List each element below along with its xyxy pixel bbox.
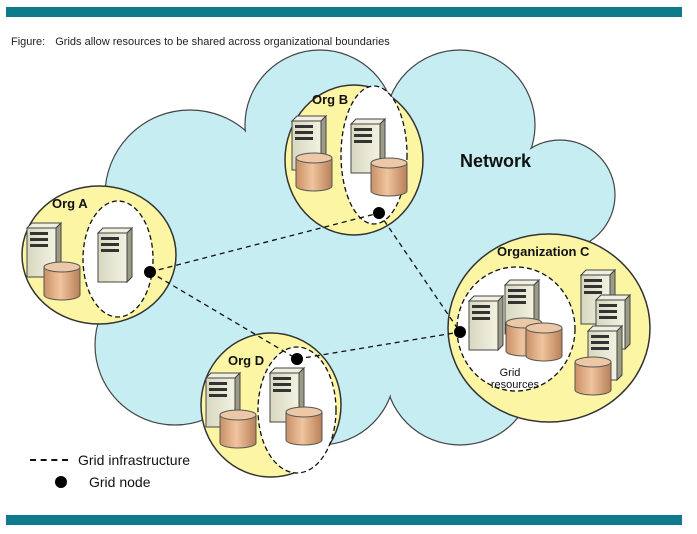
legend-infrastructure: Grid infrastructure: [30, 449, 190, 471]
org-b: Org B: [284, 84, 424, 236]
grid-node-c: [454, 326, 466, 338]
legend-infrastructure-label: Grid infrastructure: [78, 452, 191, 468]
legend-node-label: Grid node: [89, 474, 151, 490]
link-a-b: [149, 212, 380, 273]
org-d: Org D: [200, 332, 342, 478]
legend-node: Grid node: [30, 471, 190, 493]
org-c: Organization C Grid resources: [447, 233, 651, 423]
org-c-inner-label-line1: Grid: [500, 367, 521, 379]
org-a-label: Org A: [52, 196, 88, 211]
org-b-label: Org B: [312, 92, 348, 107]
org-c-label: Organization C: [497, 244, 590, 259]
grid-node-b: [373, 207, 385, 219]
link-a-d: [149, 271, 298, 360]
grid-node-a: [144, 266, 156, 278]
grid-links: [149, 212, 461, 360]
link-d-c: [296, 331, 461, 360]
legend: Grid infrastructure Grid node: [30, 449, 190, 493]
caption-label: Figure:: [11, 36, 46, 48]
top-accent-bar: [6, 7, 682, 17]
caption-text: Grids allow resources to be shared acros…: [55, 36, 390, 48]
grid-node-dot-sample: [55, 476, 67, 488]
figure-caption: Figure: Grids allow resources to be share…: [11, 36, 390, 48]
org-a: Org A: [21, 185, 177, 325]
link-b-c: [378, 212, 461, 333]
org-d-label: Org D: [228, 353, 264, 368]
org-c-inner-label-line2: resources: [491, 379, 540, 391]
dashed-line-sample: [30, 459, 68, 461]
network-label: Network: [460, 151, 532, 171]
bottom-accent-bar: [6, 515, 682, 525]
grid-node-d: [291, 353, 303, 365]
grid-nodes: [144, 207, 466, 365]
